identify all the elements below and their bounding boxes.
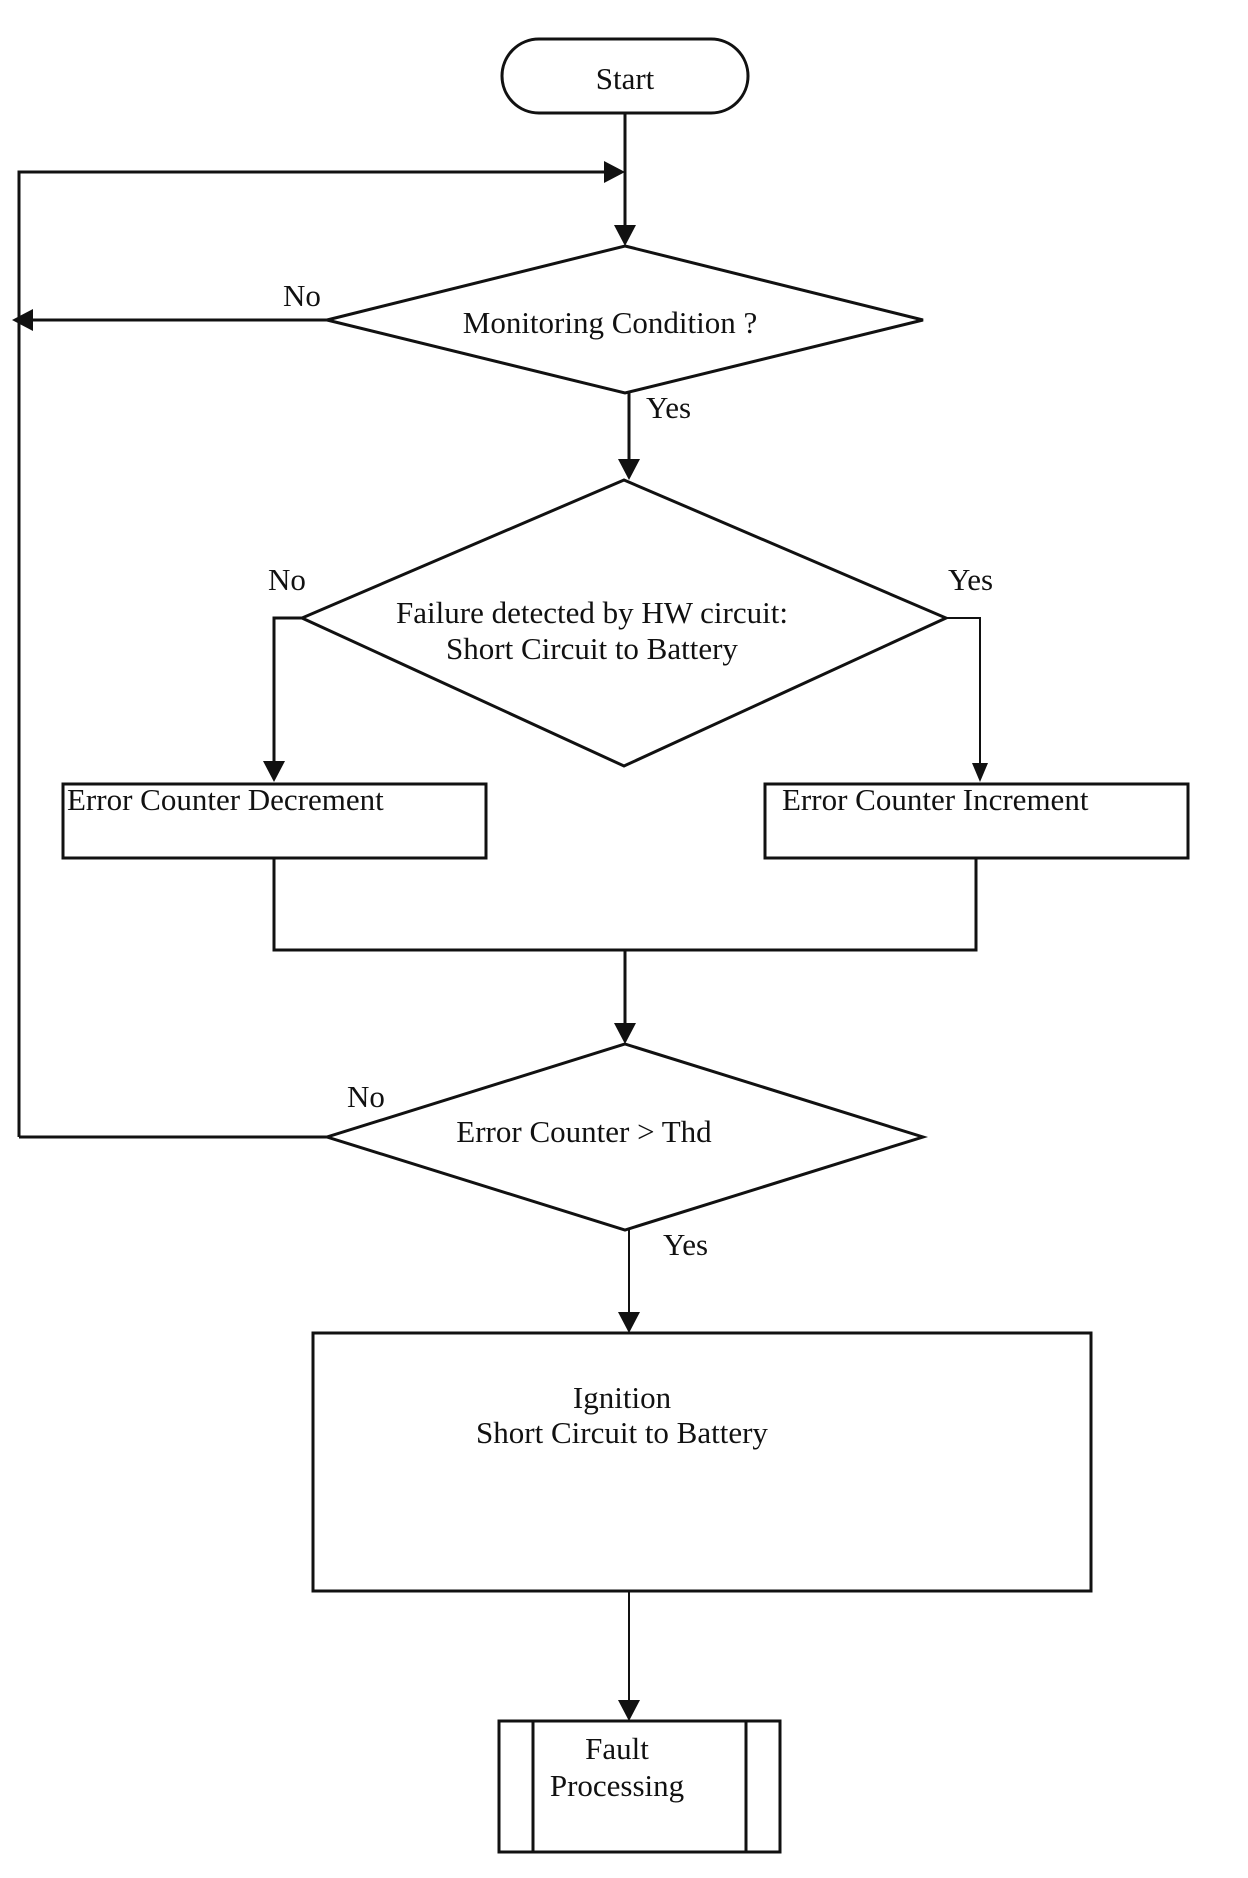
failure-no-label: No (268, 562, 306, 597)
ignition-process-label-line1: Ignition (573, 1380, 672, 1415)
arrowhead (263, 761, 285, 782)
arrowhead (604, 161, 625, 183)
connector-failure-no: No (263, 562, 306, 782)
arrowhead (614, 225, 636, 246)
connector-monitoring-no: No (12, 278, 327, 331)
failure-decision: Failure detected by HW circuit: Short Ci… (298, 478, 950, 768)
threshold-yes-label: Yes (663, 1227, 708, 1262)
ignition-process-label-line2: Short Circuit to Battery (476, 1415, 768, 1450)
monitoring-decision-label: Monitoring Condition ? (463, 305, 758, 340)
connector-threshold-yes: Yes (618, 1227, 708, 1333)
failure-yes-label: Yes (948, 562, 993, 597)
threshold-decision: Error Counter > Thd (321, 1042, 929, 1232)
fault-processing-label-line1: Fault (585, 1731, 649, 1766)
connector-ignition-to-fault (618, 1591, 640, 1721)
connector-threshold-no: No (19, 1079, 385, 1139)
arrowhead (618, 1312, 640, 1333)
decrement-process-label: Error Counter Decrement (67, 782, 384, 817)
threshold-no-label: No (347, 1079, 385, 1114)
increment-process: Error Counter Increment (763, 782, 1190, 860)
failure-decision-label-line2: Short Circuit to Battery (446, 631, 738, 666)
arrowhead (972, 763, 988, 782)
threshold-decision-label: Error Counter > Thd (456, 1114, 712, 1149)
monitoring-yes-label: Yes (646, 390, 691, 425)
start-label: Start (596, 61, 655, 96)
arrowhead (12, 309, 33, 331)
monitoring-no-label: No (283, 278, 321, 313)
start-node: Start (500, 37, 750, 115)
arrowhead (618, 1700, 640, 1721)
arrowhead (614, 1023, 636, 1044)
fault-processing-node: Fault Processing (497, 1719, 782, 1854)
failure-decision-label-line1: Failure detected by HW circuit: (396, 595, 788, 630)
connector-loop-return (17, 161, 625, 1137)
ignition-process: Ignition Short Circuit to Battery (311, 1331, 1093, 1593)
connector-merge (272, 858, 978, 1044)
monitoring-decision: Monitoring Condition ? (326, 244, 924, 395)
decrement-process: Error Counter Decrement (61, 782, 488, 860)
arrowhead (618, 459, 640, 480)
connector-start-to-monitoring (614, 113, 636, 246)
increment-process-label: Error Counter Increment (782, 782, 1089, 817)
fault-processing-label-line2: Processing (550, 1768, 684, 1803)
connector-monitoring-yes: Yes (618, 390, 691, 480)
connector-failure-yes: Yes (946, 562, 993, 782)
